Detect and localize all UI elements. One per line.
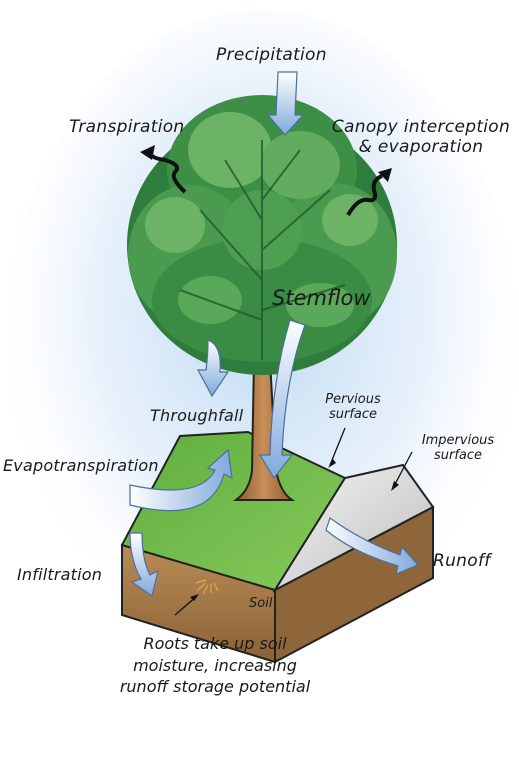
precipitation-label: Precipitation [216,45,327,65]
canopy-interception-label: Canopy interception & evaporation [330,117,512,157]
pervious-label-line2: surface [328,406,378,422]
evapotranspiration-label: Evapotranspiration [3,456,159,475]
transpiration-label: Transpiration [69,117,185,137]
stemflow-arrow [258,319,306,480]
canopy-label-line1: Canopy interception [331,117,511,137]
canopy-evaporation-arrow [346,168,392,217]
pervious-label-line1: Pervious [325,392,381,407]
precipitation-arrow [266,71,305,136]
runoff-label: Runoff [433,551,491,571]
transpiration-arrow [140,145,187,194]
tree-canopy [127,95,397,375]
roots-note-line1: Roots take up soil [143,634,287,653]
evapotranspiration-arrow [129,448,233,512]
tree-trunk [232,359,296,501]
pervious-surface [120,430,347,592]
canopy-label-line2: & evaporation [358,136,484,157]
pervious-pointer [329,427,346,466]
throughfall-label: Throughfall [150,406,244,425]
throughfall-arrow [196,339,230,398]
roots-note-label: Roots take up soil moisture, increasing … [95,633,335,698]
roots-icon [195,579,219,595]
roots-note-line2: moisture, increasing [133,655,297,675]
pervious-surface-label: Pervious surface [317,392,389,423]
impervious-surface-label: Impervious surface [410,433,506,464]
ground-block [120,430,435,664]
impervious-pointer [392,451,413,489]
impervious-label-line1: Impervious [421,433,495,448]
infiltration-arrow [129,532,159,597]
runoff-arrow [325,517,420,576]
impervious-label-line2: surface [433,447,483,463]
impervious-surface [272,463,435,593]
stemflow-label: Stemflow [272,286,371,310]
roots-note-line3: runoff storage potential [119,677,311,697]
soil-label: Soil [249,596,273,611]
infiltration-label: Infiltration [17,565,103,584]
